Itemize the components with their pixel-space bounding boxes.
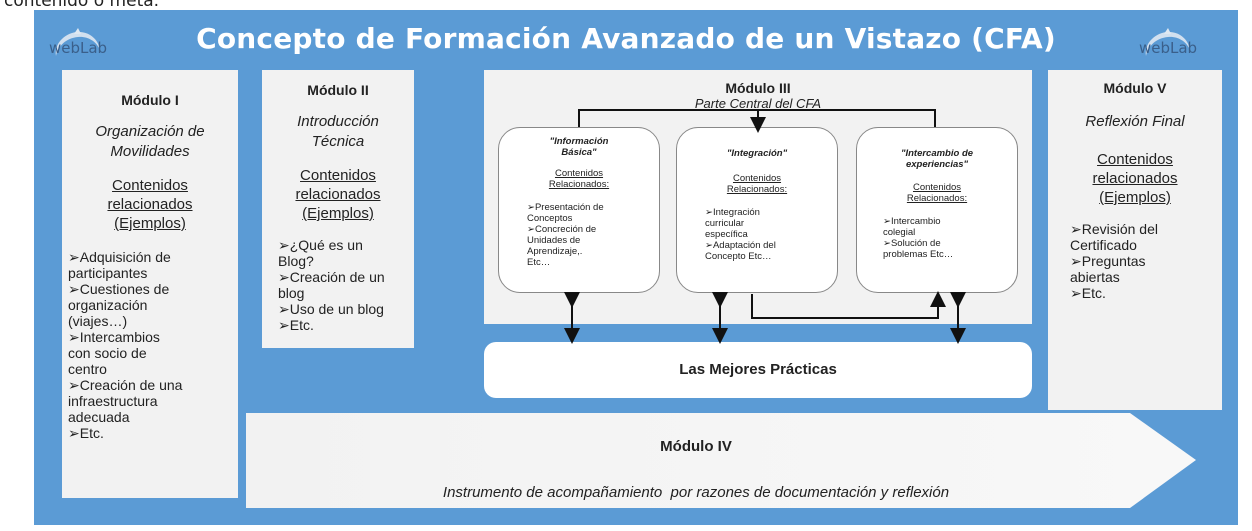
related-contents-label: relacionados [1092, 170, 1178, 187]
sub-box-title: "Intercambio de [900, 148, 974, 159]
weblab-logo-text: webLab [1138, 39, 1198, 57]
module-items: ➢Adquisición de participantes ➢Cuestione… [62, 249, 238, 441]
experience-exchange-box: "Intercambio de experiencias" Contenidos… [856, 127, 1018, 293]
list-item: ➢Preguntas [1070, 253, 1146, 269]
module-title: Módulo V [1103, 80, 1167, 96]
integration-exchange-connector [751, 291, 946, 319]
list-item: ➢Etc. [1070, 285, 1106, 301]
module-title: Módulo IV [660, 438, 732, 455]
sub-box-items: ➢Presentación de Conceptos ➢Concreción d… [499, 202, 659, 268]
related-contents-label: (Ejemplos) [1099, 189, 1171, 206]
best-practices-box: Las Mejores Prácticas [484, 342, 1032, 398]
weblab-logo-left: webLab [38, 26, 118, 64]
list-item: problemas Etc… [883, 249, 954, 260]
list-item: abiertas [1070, 269, 1120, 285]
module-items: ➢¿Qué es un Blog? ➢Creación de un blog ➢… [262, 237, 414, 333]
list-item: ➢Adaptación del [705, 240, 776, 251]
weblab-logo-right: webLab [1128, 26, 1208, 64]
list-item: ➢Concreción de [527, 224, 597, 235]
list-item: curricular [705, 218, 745, 229]
sub-box-title: "Integración" [726, 148, 788, 159]
sub-box-items: ➢Intercambio colegial ➢Solución de probl… [857, 216, 1017, 260]
list-item: ➢Creación de una [68, 377, 183, 393]
module-subtitle: Instrumento de acompañamiento por razone… [442, 484, 950, 501]
module-2-box: Módulo II Introducción Técnica Contenido… [262, 70, 414, 348]
module-items: ➢Revisión del Certificado ➢Preguntas abi… [1048, 221, 1222, 301]
list-item: ➢Adquisición de [68, 249, 171, 265]
list-item: ➢Presentación de [527, 202, 604, 213]
list-item: ➢Intercambio [883, 216, 941, 227]
module-title: Módulo II [307, 82, 369, 98]
list-item: Aprendizaje,. [527, 246, 583, 257]
list-item: ➢Solución de [883, 238, 941, 249]
module-subtitle: Técnica [311, 133, 365, 150]
list-item: blog [278, 285, 305, 301]
list-item: ➢Etc. [68, 425, 104, 441]
list-item: Unidades de [527, 235, 581, 246]
related-contents-label: (Ejemplos) [302, 205, 374, 222]
related-contents-label: Contenidos [732, 173, 782, 184]
module-title: Módulo I [121, 92, 179, 108]
list-item: infraestructura [68, 393, 158, 409]
list-item: ➢¿Qué es un [278, 237, 363, 253]
list-item: colegial [883, 227, 916, 238]
list-item: específica [705, 229, 748, 240]
sub-box-title: Básica" [561, 147, 597, 158]
list-item: Conceptos [527, 213, 573, 224]
list-item: Certificado [1070, 237, 1137, 253]
related-contents-label: Contenidos [112, 177, 188, 194]
list-item: con socio de [68, 345, 147, 361]
related-contents-label: relacionados [107, 196, 193, 213]
module-subtitle: Reflexión Final [1085, 113, 1185, 130]
related-contents-label: Contenidos [912, 182, 962, 193]
list-item: organización [68, 297, 148, 313]
module-title: Módulo III [725, 80, 791, 96]
list-item: ➢Integración [705, 207, 760, 218]
module-4-arrow [246, 413, 1196, 508]
related-contents-label: Relacionados: [726, 184, 788, 195]
related-contents-label: relacionados [295, 186, 381, 203]
list-item: centro [68, 361, 107, 377]
integration-box: "Integración" Contenidos Relacionados: ➢… [676, 127, 838, 293]
related-contents-label: Contenidos [300, 167, 376, 184]
related-contents-label: Contenidos [554, 168, 604, 179]
module-subtitle: Parte Central del CFA [694, 96, 822, 111]
related-contents-label: Contenidos [1097, 151, 1173, 168]
list-item: adecuada [68, 409, 130, 425]
module-subtitle: Movilidades [110, 143, 190, 160]
top-text-fragment: contenido o meta. [4, 0, 160, 11]
list-item: Etc… [527, 257, 551, 268]
list-item: (viajes…) [68, 313, 128, 329]
module-subtitle: Introducción [297, 113, 379, 130]
related-contents-label: Relacionados: [548, 179, 610, 190]
sub-box-title: experiencias" [905, 159, 969, 170]
list-item: participantes [68, 265, 148, 281]
list-item: ➢Etc. [278, 317, 314, 333]
list-item: ➢Uso de un blog [278, 301, 384, 317]
related-contents-label: (Ejemplos) [114, 215, 186, 232]
list-item: ➢Revisión del [1070, 221, 1158, 237]
diagram-title: Concepto de Formación Avanzado de un Vis… [196, 22, 1056, 55]
list-item: ➢Cuestiones de [68, 281, 170, 297]
list-item: Concepto Etc… [705, 251, 772, 262]
basic-information-box: "Información Básica" Contenidos Relacion… [498, 127, 660, 293]
sub-box-items: ➢Integración curricular específica ➢Adap… [677, 207, 837, 262]
module-subtitle: Organización de [95, 123, 205, 140]
weblab-logo-text: webLab [48, 39, 108, 57]
list-item: Blog? [278, 253, 314, 269]
list-item: ➢Intercambios [68, 329, 160, 345]
related-contents-label: Relacionados: [906, 193, 968, 204]
module-1-box: Módulo I Organización de Movilidades Con… [62, 70, 238, 498]
list-item: ➢Creación de un [278, 269, 385, 285]
sub-box-title: "Información [549, 136, 609, 147]
module-5-box: Módulo V Reflexión Final Contenidos rela… [1048, 70, 1222, 410]
